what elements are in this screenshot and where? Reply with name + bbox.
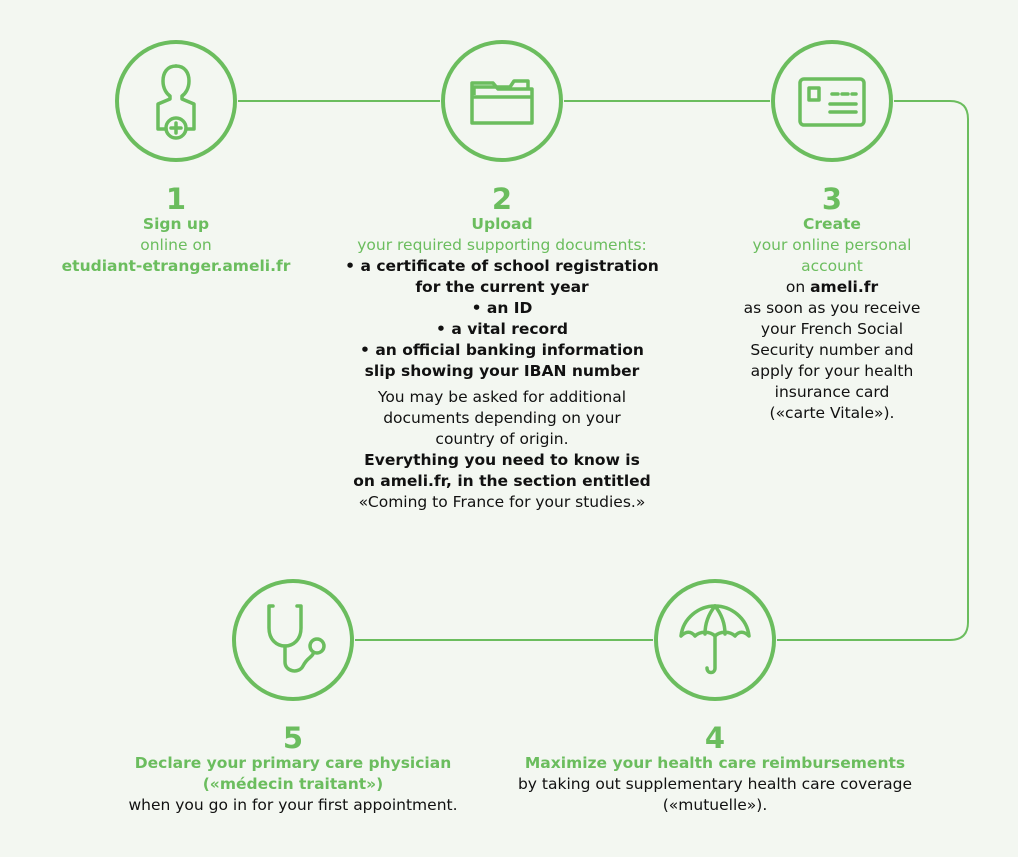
step-3-body: as soon as you receive — [743, 299, 921, 317]
folder-icon — [441, 40, 563, 162]
step-1-text: 1 Sign up online on etudiant-etranger.am… — [56, 184, 296, 277]
step-3-text: 3 Create your online personal account on… — [722, 184, 942, 424]
step-4-text: 4 Maximize your health care reimbursemen… — [490, 723, 940, 816]
step-3-body: insurance card — [774, 383, 890, 401]
connector-3-4 — [777, 100, 969, 641]
step-2-section-name: «Coming to France for your studies.» — [358, 493, 646, 511]
stethoscope-icon — [232, 579, 354, 701]
id-card-icon — [771, 40, 893, 162]
step-2-bold-note: on ameli.fr, in the section entitled — [353, 472, 651, 490]
step-5-body: when you go in for your first appointmen… — [128, 796, 458, 814]
step-3-body: («carte Vitale»). — [769, 404, 895, 422]
step-1-number: 1 — [165, 182, 187, 216]
step-3-website[interactable]: ameli.fr — [810, 278, 879, 296]
step-4-body: by taking out supplementary health care … — [517, 775, 913, 793]
step-3-circle — [770, 39, 894, 163]
step-5-number: 5 — [282, 721, 304, 755]
step-2-item: • a certificate of school registration — [345, 257, 659, 275]
step-3-title: Create — [803, 215, 861, 233]
step-5-circle — [231, 578, 355, 702]
step-2-number: 2 — [491, 182, 513, 216]
step-2-item: • a vital record — [436, 320, 568, 338]
step-2-title: Upload — [471, 215, 533, 233]
step-3-body: your French Social — [760, 320, 904, 338]
umbrella-icon — [654, 579, 776, 701]
step-3-subtitle: account — [801, 257, 863, 275]
step-4-body: («mutuelle»). — [662, 796, 768, 814]
step-3-body: apply for your health — [750, 362, 914, 380]
step-2-note: documents depending on your — [383, 409, 621, 427]
step-2-note: You may be asked for additional — [377, 388, 627, 406]
step-2-circle — [440, 39, 564, 163]
step-2-text: 2 Upload your required supporting docume… — [322, 184, 682, 513]
step-3-on-prefix: on — [785, 278, 811, 296]
step-5-title: («médecin traitant») — [202, 775, 384, 793]
step-3-on-line: on ameli.fr — [722, 277, 942, 298]
step-4-circle — [653, 578, 777, 702]
step-2-note: country of origin. — [435, 430, 569, 448]
person-plus-icon — [115, 40, 237, 162]
step-4-number: 4 — [704, 721, 726, 755]
step-3-subtitle: your online personal — [752, 236, 912, 254]
step-2-item: for the current year — [415, 278, 589, 296]
step-2-item: • an official banking information — [360, 341, 644, 359]
step-1-circle — [114, 39, 238, 163]
step-2-bold-note: Everything you need to know is — [364, 451, 640, 469]
step-1-website[interactable]: etudiant-etranger.ameli.fr — [61, 257, 291, 275]
step-2-subtitle: your required supporting documents: — [357, 236, 647, 254]
step-5-title: Declare your primary care physician — [134, 754, 452, 772]
step-2-item: • an ID — [471, 299, 533, 317]
step-4-title: Maximize your health care reimbursements — [524, 754, 906, 772]
step-3-body: Security number and — [750, 341, 914, 359]
step-5-text: 5 Declare your primary care physician («… — [103, 723, 483, 816]
step-3-number: 3 — [821, 182, 843, 216]
step-1-line1: online on — [140, 236, 212, 254]
step-1-title: Sign up — [142, 215, 210, 233]
step-2-item: slip showing your IBAN number — [364, 362, 640, 380]
